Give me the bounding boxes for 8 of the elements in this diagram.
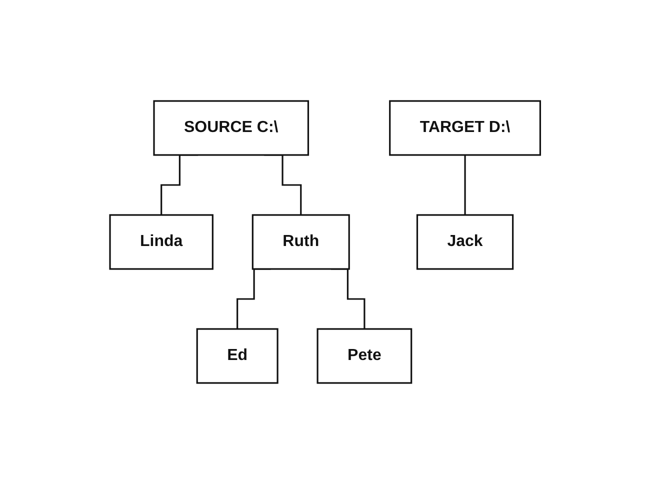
node-box: Ed (196, 328, 278, 384)
node-box: Jack (416, 214, 514, 270)
connector (464, 154, 466, 216)
node-box: SOURCE C:\ (153, 100, 309, 156)
node-box: Pete (316, 328, 412, 384)
node-box: Linda (109, 214, 214, 270)
node-box: TARGET D:\ (388, 100, 541, 156)
node-box: Ruth (252, 214, 350, 270)
